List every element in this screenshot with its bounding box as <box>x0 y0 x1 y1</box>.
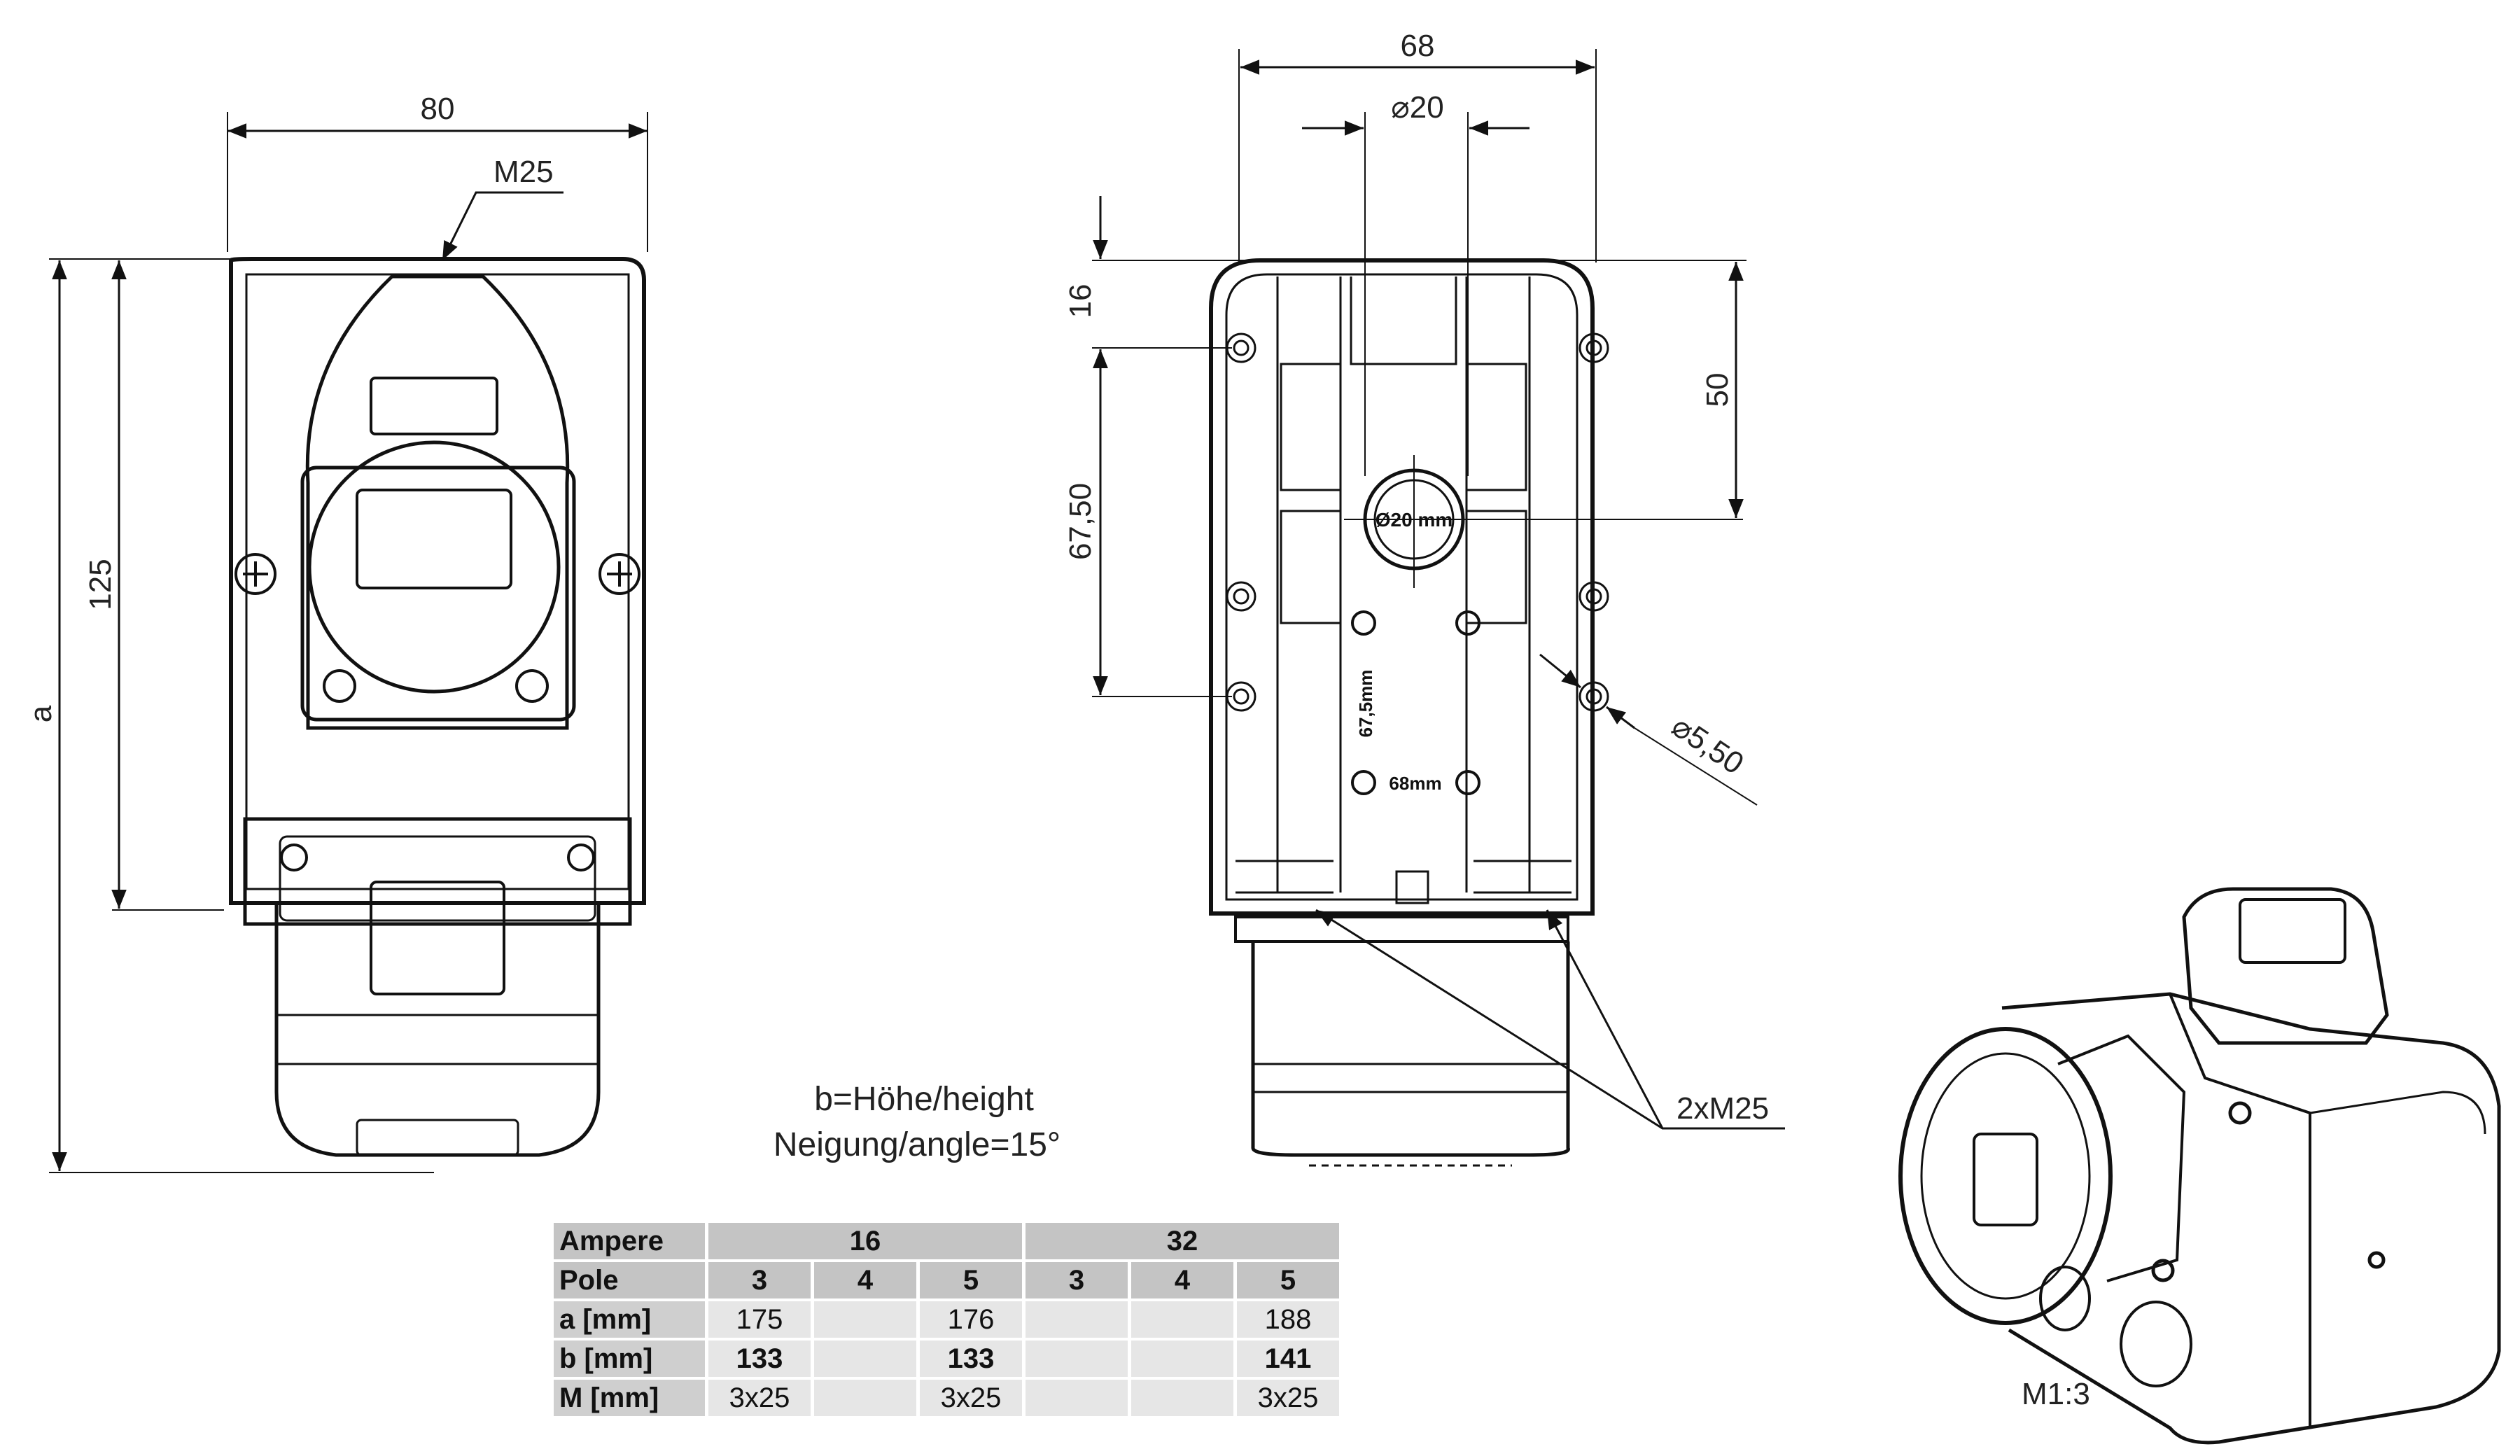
embossed-horizontal-label: 68mm <box>1389 773 1441 794</box>
row-header: Pole <box>554 1262 705 1298</box>
back-top-offset-dim: 16 <box>1063 284 1098 318</box>
front-thread-label: M25 <box>493 155 554 189</box>
table-cell: 3x25 <box>1237 1380 1339 1416</box>
back-hole-spacing-dim: 67,50 <box>1063 483 1098 560</box>
table-cell: 16 <box>708 1223 1022 1259</box>
table-cell: 3x25 <box>708 1380 811 1416</box>
table-cell: 176 <box>920 1301 1022 1338</box>
row-header: a [mm] <box>554 1301 705 1338</box>
table-cell <box>1131 1301 1233 1338</box>
table-cell <box>1131 1380 1233 1416</box>
table-cell <box>1026 1301 1128 1338</box>
table-cell: 175 <box>708 1301 811 1338</box>
table-cell: 3 <box>1026 1262 1128 1298</box>
embossed-vertical-label: 67,5mm <box>1355 670 1376 738</box>
table-cell: 3 <box>708 1262 811 1298</box>
table-cell <box>814 1301 916 1338</box>
table-cell: 5 <box>920 1262 1022 1298</box>
embossed-center-label: Ø20 mm <box>1376 509 1453 531</box>
front-width-dim: 80 <box>421 92 455 126</box>
table-cell <box>814 1340 916 1377</box>
scale-label: M1:3 <box>2022 1377 2090 1411</box>
table-cell: 133 <box>708 1340 811 1377</box>
front-total-height-label: a <box>24 705 58 722</box>
table-cell: 133 <box>920 1340 1022 1377</box>
table-cell: 4 <box>1131 1262 1233 1298</box>
front-view <box>49 112 648 1173</box>
table-cell: 188 <box>1237 1301 1339 1338</box>
table-cell <box>1026 1340 1128 1377</box>
row-header: Ampere <box>554 1223 705 1259</box>
isometric-view <box>1898 887 2501 1445</box>
back-mount-hole-dim: ⌀5,50 <box>1665 709 1749 781</box>
table-cell: 3x25 <box>920 1380 1022 1416</box>
height-note: b=Höhe/height <box>814 1081 1034 1118</box>
front-height-dim: 125 <box>83 559 118 610</box>
back-thread-label: 2xM25 <box>1676 1091 1769 1126</box>
table-cell <box>814 1380 916 1416</box>
table-cell <box>1131 1340 1233 1377</box>
back-center-offset-dim: 50 <box>1700 373 1735 407</box>
table-cell <box>1026 1380 1128 1416</box>
row-header: b [mm] <box>554 1340 705 1377</box>
back-view <box>1092 49 1785 1167</box>
table-cell: 5 <box>1237 1262 1339 1298</box>
table-cell: 4 <box>814 1262 916 1298</box>
back-width-dim: 68 <box>1401 29 1435 63</box>
back-hole-dim: ⌀20 <box>1391 90 1443 125</box>
table-row: a [mm]175 176 188 <box>554 1301 1339 1338</box>
angle-note: Neigung/angle=15° <box>773 1126 1061 1163</box>
table-cell: 141 <box>1237 1340 1339 1377</box>
row-header: M [mm] <box>554 1380 705 1416</box>
table-cell: 32 <box>1026 1223 1339 1259</box>
